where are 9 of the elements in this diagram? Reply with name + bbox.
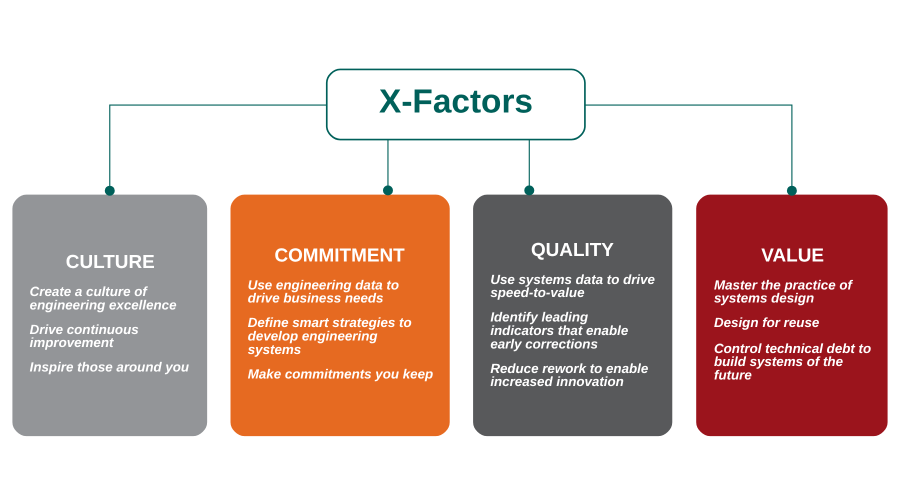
- connector: [585, 104, 797, 196]
- node-box: CULTURE Create a culture of engineering excellence Drive continuous improvement Inspire those around you: [12, 194, 208, 436]
- connector: [382, 139, 393, 195]
- connector: [104, 104, 326, 196]
- node-box: VALUE Master the practice of systems design Design for reuse Control technical debt to build systems of the future: [696, 194, 888, 436]
- node-box: X-Factors: [326, 68, 586, 140]
- connector: [524, 139, 534, 195]
- node-box: QUALITY Use systems data to drive speed-to-value Identify leading indicators that enable early corrections Reduce rework to enable increased innovation: [473, 194, 672, 436]
- node-box: COMMITMENT Use engineering data to drive business needs Define smart strategies to develop engineering systems Make commitments you keep: [230, 194, 450, 436]
